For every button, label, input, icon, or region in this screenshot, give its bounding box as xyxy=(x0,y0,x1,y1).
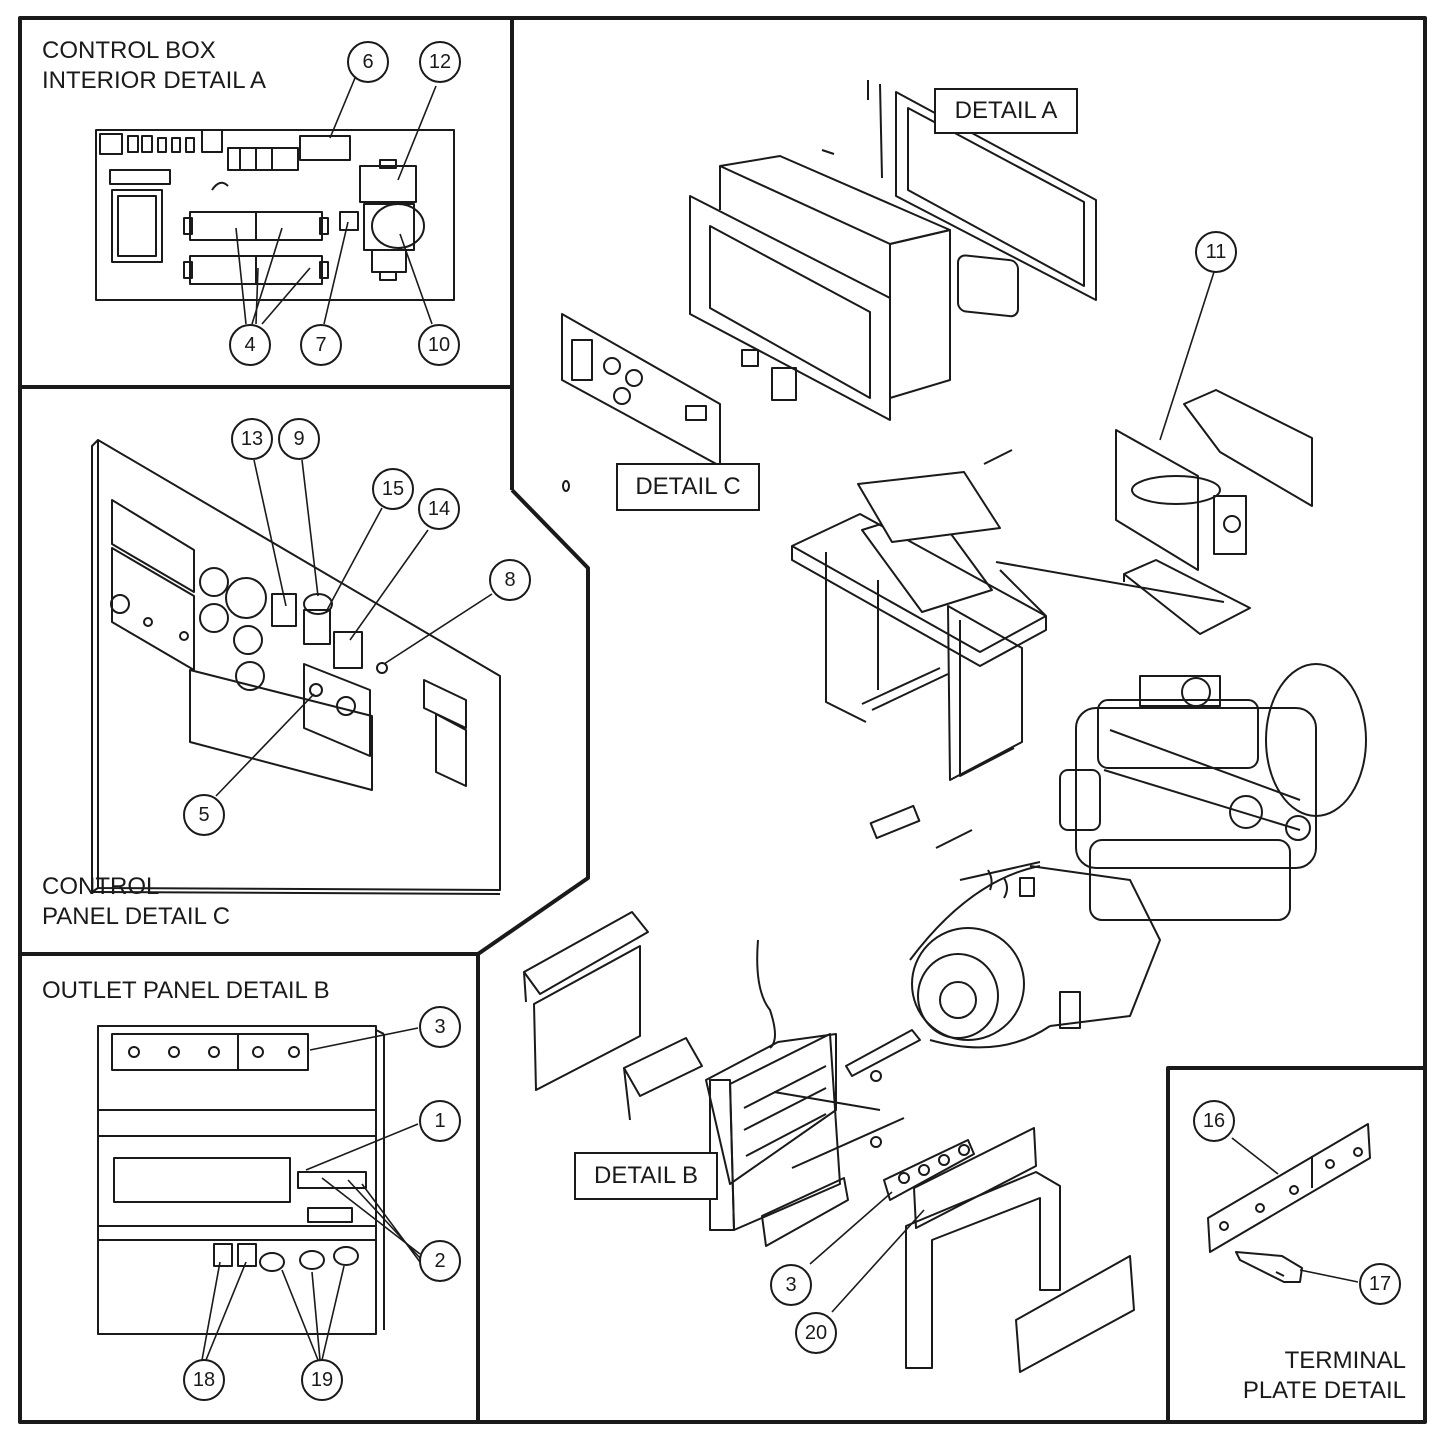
callout-17: 17 xyxy=(1359,1263,1401,1305)
callout-13: 13 xyxy=(231,418,273,460)
callout-9: 9 xyxy=(278,418,320,460)
control-panel-title: CONTROL PANEL DETAIL C xyxy=(42,872,230,932)
callout-2: 2 xyxy=(419,1240,461,1282)
base-frame xyxy=(905,1171,1135,1373)
engine xyxy=(1059,663,1367,921)
alternator xyxy=(909,861,1161,1049)
terminal-plate-title-line1: TERMINAL xyxy=(1284,1347,1406,1374)
callout-18: 18 xyxy=(183,1359,225,1401)
terminal-strip xyxy=(845,1029,1037,1229)
callout-4: 4 xyxy=(229,324,271,366)
callout-15: 15 xyxy=(372,468,414,510)
callout-12: 12 xyxy=(419,41,461,83)
callout-16: 16 xyxy=(1193,1100,1235,1142)
terminal-plate xyxy=(1207,1123,1371,1283)
callout-14: 14 xyxy=(418,488,460,530)
callout-8: 8 xyxy=(489,559,531,601)
small-parts xyxy=(821,80,1013,849)
control-panel-leaders xyxy=(215,459,493,797)
terminal-plate-title-line2: PLATE DETAIL xyxy=(1242,1377,1406,1404)
callout-19: 19 xyxy=(301,1359,343,1401)
panel-borders xyxy=(18,16,1427,1424)
callout-7: 7 xyxy=(300,324,342,366)
callout-3-outlet: 3 xyxy=(419,1006,461,1048)
callout-1: 1 xyxy=(419,1100,461,1142)
control-box-board xyxy=(95,129,455,301)
control-box-support xyxy=(791,471,1225,781)
callout-3-main: 3 xyxy=(770,1264,812,1306)
callout-5: 5 xyxy=(183,794,225,836)
terminal-plate-title: TERMINAL PLATE DETAIL xyxy=(1200,1346,1406,1406)
control-box-enclosure xyxy=(561,91,1097,492)
detail-b-tag: DETAIL B xyxy=(574,1152,718,1200)
outlet-box xyxy=(523,911,905,1247)
control-panel-title-line2: PANEL DETAIL C xyxy=(42,903,231,930)
control-box-leaders xyxy=(235,77,437,325)
outlet-panel-leaders xyxy=(201,1027,421,1361)
battery-bracket xyxy=(1115,389,1313,635)
callout-20: 20 xyxy=(795,1312,837,1354)
control-box-title-line2: INTERIOR DETAIL A xyxy=(42,67,267,94)
control-box-title-line1: CONTROL BOX xyxy=(42,37,216,64)
outlet-panel-body xyxy=(97,1025,385,1335)
control-panel-title-line1: CONTROL xyxy=(42,873,160,900)
outlet-panel-title: OUTLET PANEL DETAIL B xyxy=(42,977,330,1004)
callout-10: 10 xyxy=(418,324,460,366)
detail-c-tag: DETAIL C xyxy=(616,463,760,511)
callout-6: 6 xyxy=(347,41,389,83)
main-leaders xyxy=(809,271,1215,1313)
control-panel-plate xyxy=(91,439,501,895)
terminal-leaders xyxy=(1231,1137,1359,1283)
control-box-title: CONTROL BOX INTERIOR DETAIL A xyxy=(42,36,266,96)
detail-a-tag: DETAIL A xyxy=(934,88,1078,134)
callout-11: 11 xyxy=(1195,231,1237,273)
